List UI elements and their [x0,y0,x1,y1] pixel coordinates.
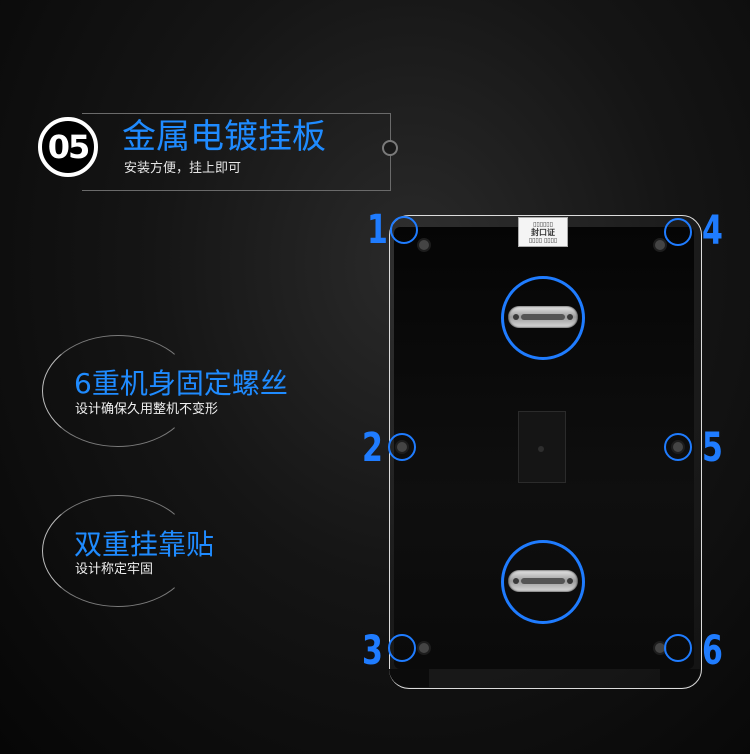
screw-4 [655,240,665,250]
feature-title: 6重机身固定螺丝 [74,367,288,400]
screw-ring-1 [390,216,418,244]
highlight-ring-upper [501,276,585,360]
page-subtitle: 安装方便，挂上即可 [124,161,242,176]
screw-ring-4 [664,218,692,246]
screw-ring-3 [388,634,416,662]
screw-number-6: 6 [702,628,723,674]
feature-subtitle: 设计称定牢固 [75,562,154,577]
screw-number-5: 5 [702,425,723,471]
center-screw [538,446,544,452]
screw-1 [419,240,429,250]
feature-subtitle: 设计确保久用整机不变形 [75,402,219,417]
panel-tab-left [389,669,429,687]
page-title: 金属电镀挂板 [122,117,326,157]
screw-ring-6 [664,634,692,662]
screw-number-3: 3 [362,628,383,674]
seal-label-top: ▯▯▯▯▯▯ [533,220,553,228]
seal-label-bottom: ▯▯▯▯ ▯▯▯▯ [528,236,558,244]
seal-label: ▯▯▯▯▯▯ 封口证 ▯▯▯▯ ▯▯▯▯ [518,217,568,247]
screw-number-1: 1 [367,207,388,253]
screw-number-2: 2 [362,425,383,471]
feature-arc-decoration [42,495,194,607]
feature-arc-decoration [42,335,194,447]
screw-3 [419,643,429,653]
panel-tab-right [660,669,700,687]
screw-ring-2 [388,433,416,461]
feature-title: 双重挂靠贴 [74,528,215,561]
screw-ring-5 [664,433,692,461]
screw-6 [655,643,665,653]
seal-label-title: 封口证 [531,227,555,237]
highlight-ring-lower [501,540,585,624]
screw-number-4: 4 [702,208,723,254]
section-number-badge: 05 [38,117,98,177]
frame-ring-icon [382,140,398,156]
